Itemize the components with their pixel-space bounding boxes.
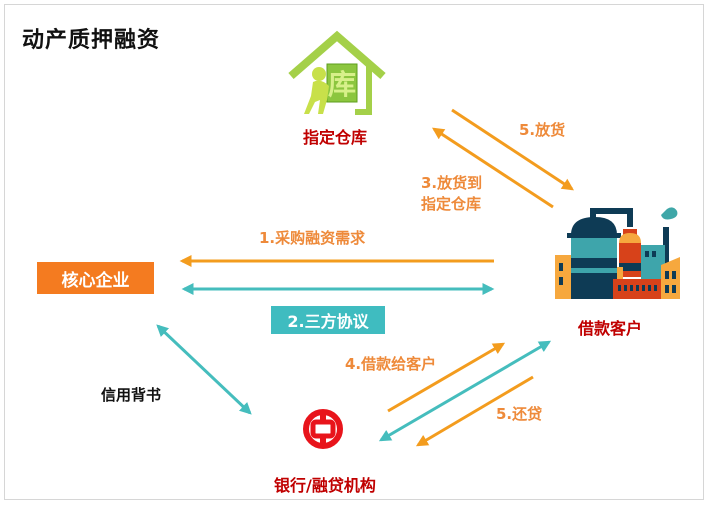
borrower-label: 借款客户: [578, 319, 643, 338]
credit-endorsement-label: 信用背书: [101, 386, 162, 404]
bank-label: 银行/融贷机构: [274, 476, 376, 495]
diagram-title: 动产质押融资: [22, 28, 161, 53]
bank-of-china-logo-icon: [302, 408, 344, 450]
step-1-label: 1.采购融资需求: [259, 229, 366, 247]
step-5-repay-label: 5.还贷: [496, 405, 543, 423]
arrow-bank-borrower-link: [378, 340, 552, 442]
step-4-label: 4.借款给客户: [345, 355, 437, 373]
warehouse-icon: 库: [285, 30, 390, 120]
step-5-release-label: 5.放货: [519, 121, 566, 139]
factory-icon: [555, 205, 680, 300]
step-3-label-line2: 指定仓库: [421, 195, 482, 213]
arrow-credit-endorsement: [156, 324, 252, 415]
arrow-deliver-to-warehouse: [431, 127, 554, 209]
arrow-repay-loan: [415, 375, 534, 447]
warehouse-label: 指定仓库: [303, 128, 368, 147]
svg-text:库: 库: [328, 68, 356, 101]
step-3-label-line1: 3.放货到: [421, 174, 483, 192]
core-enterprise-box: 核心企业: [37, 262, 154, 294]
arrow-release-goods: [451, 108, 575, 191]
tripartite-agreement-box: 2.三方协议: [271, 306, 385, 334]
